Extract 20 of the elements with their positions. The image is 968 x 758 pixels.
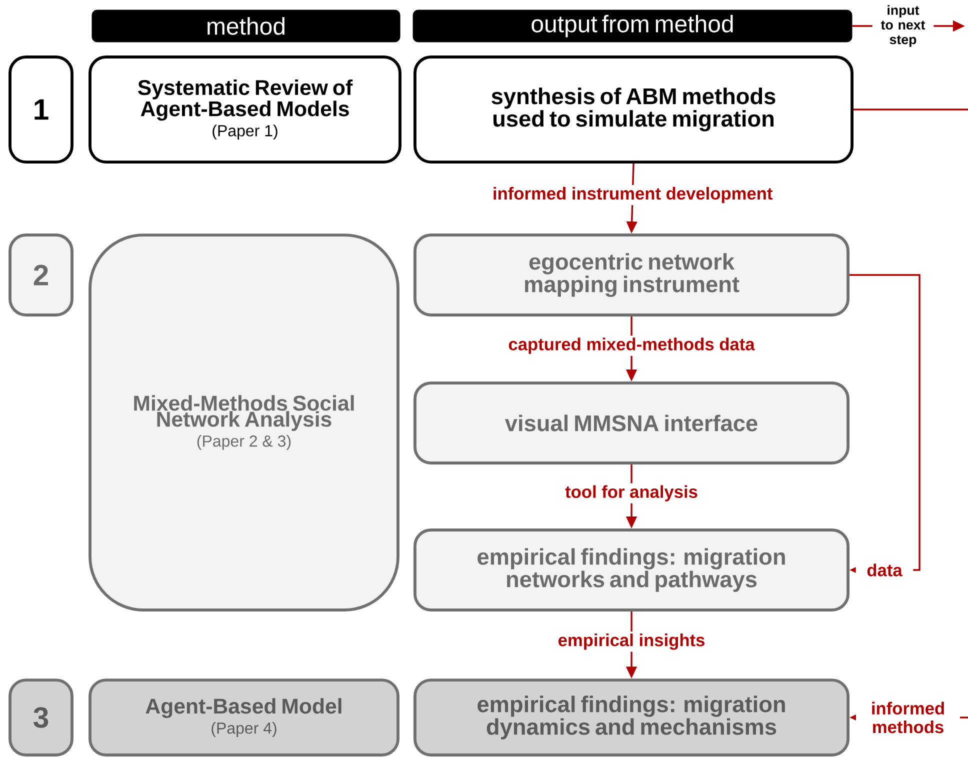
method-box: Systematic Review of Agent-Based Models (Paper 1) bbox=[88, 56, 402, 164]
edge-label: informed methods bbox=[856, 700, 960, 736]
edge-label: tool for analysis bbox=[563, 483, 700, 504]
step-number-box: 3 bbox=[8, 678, 74, 756]
method-box: Mixed-Methods Social Network Analysis (Paper 2 & 3) bbox=[88, 234, 400, 612]
edge-label: data bbox=[856, 562, 914, 578]
edge-label: captured mixed-methods data bbox=[506, 336, 757, 356]
edge-label: empirical insights bbox=[556, 632, 708, 652]
edge-label: input to next step bbox=[872, 4, 934, 48]
method-box: Agent-Based Model (Paper 4) bbox=[88, 678, 400, 756]
output-box: visual MMSNA interface bbox=[414, 382, 850, 464]
edge-label: informed instrument development bbox=[490, 184, 775, 206]
header-bar: output from method bbox=[412, 10, 852, 42]
output-box: empirical findings: migration dynamics and mechanisms bbox=[414, 678, 850, 756]
header-bar: method bbox=[92, 10, 400, 42]
output-box: synthesis of ABM methods used to simulate migration bbox=[414, 56, 854, 164]
output-box: egocentric network mapping instrument bbox=[414, 234, 850, 316]
step-number-box: 2 bbox=[8, 234, 74, 316]
step-number-box: 1 bbox=[8, 56, 74, 164]
output-box: empirical findings: migration networks and pathways bbox=[414, 528, 850, 612]
